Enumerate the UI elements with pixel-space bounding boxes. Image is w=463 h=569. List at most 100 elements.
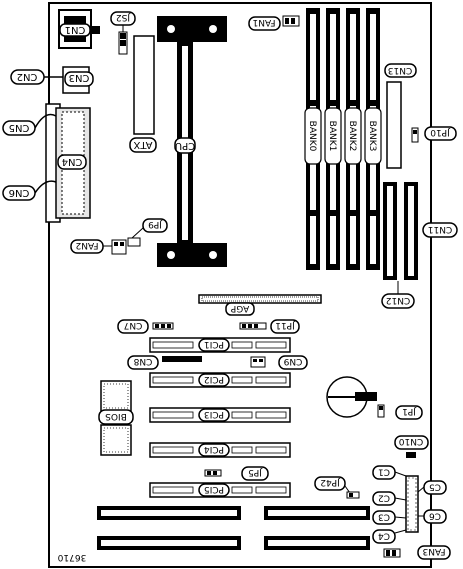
fan3-connector: FAN3 bbox=[383, 545, 451, 560]
pci1-label: PCI1 bbox=[204, 339, 224, 349]
c3-label-group: C3 bbox=[372, 510, 396, 525]
pci2-label: PCI2 bbox=[204, 374, 224, 384]
cn6-label: CN6 bbox=[9, 187, 30, 198]
fan2-connector: FAN2 bbox=[70, 239, 127, 255]
pci5-slot: PCI5 bbox=[149, 482, 291, 498]
agp-slot: AGP bbox=[198, 294, 322, 316]
dimm-bank1: BANK1 bbox=[324, 8, 342, 270]
jp10-jumper: JP10 bbox=[411, 126, 457, 143]
atx-label: ATX bbox=[133, 139, 152, 150]
cn6-callout: CN6 bbox=[2, 180, 57, 201]
cn12-label: CN12 bbox=[386, 295, 410, 305]
fan2-label: FAN2 bbox=[76, 240, 99, 250]
cn8-header: CN8 bbox=[127, 355, 202, 370]
c2-label: C2 bbox=[378, 493, 390, 503]
atx-connector: ATX bbox=[129, 35, 157, 153]
c2-capacitor: C2 bbox=[372, 491, 407, 506]
pci2-label-group: PCI2 bbox=[198, 373, 230, 387]
cn9-label: CN9 bbox=[283, 356, 302, 366]
isa-slots bbox=[97, 506, 370, 550]
c4-label-group: C4 bbox=[372, 529, 396, 544]
dimm-bank3: BANK3 bbox=[364, 8, 382, 270]
jp42-jumper: JP42 bbox=[314, 476, 360, 499]
c2-label-group: C2 bbox=[372, 491, 396, 506]
jp9-label: JP9 bbox=[148, 219, 163, 229]
cn11-label: CN11 bbox=[428, 224, 452, 234]
pci3-label-group: PCI3 bbox=[198, 408, 230, 422]
jp9-jumper: JP9 bbox=[127, 218, 168, 247]
c5-label: C5 bbox=[429, 482, 441, 492]
c1-capacitor: C1 bbox=[372, 465, 407, 480]
c1-label: C1 bbox=[378, 467, 390, 477]
bios-label: BIOS bbox=[105, 411, 127, 421]
battery bbox=[326, 376, 377, 418]
ide-headers bbox=[383, 182, 418, 280]
pci3-label: PCI3 bbox=[204, 409, 224, 419]
pci5-label: PCI5 bbox=[204, 484, 224, 494]
cn11-callout: CN11 bbox=[422, 222, 458, 238]
cn3-label: CN3 bbox=[69, 72, 90, 83]
cn4-label: CN4 bbox=[62, 156, 83, 167]
pci5-label-group: PCI5 bbox=[198, 483, 230, 497]
fan1-connector: FAN1 bbox=[248, 15, 300, 31]
figure-id: 36710 bbox=[57, 552, 86, 562]
cn9-header: CN9 bbox=[250, 355, 308, 370]
cn13-connector: CN13 bbox=[384, 63, 417, 169]
dimm-banks: BANK0 BANK1 BANK2 BANK3 bbox=[304, 8, 382, 270]
c3-capacitor: C3 bbox=[372, 510, 407, 525]
c4-label: C4 bbox=[378, 531, 390, 541]
jp42-label: JP42 bbox=[320, 477, 341, 487]
cn10-label: CN10 bbox=[398, 436, 423, 446]
board-outline bbox=[48, 2, 432, 568]
dimm-bank0: BANK0 bbox=[304, 8, 322, 270]
pci4-slot: PCI4 bbox=[149, 442, 291, 458]
cn5-label: CN5 bbox=[9, 122, 30, 133]
agp-label: AGP bbox=[230, 303, 249, 313]
c1-label-group: C1 bbox=[372, 465, 396, 480]
jp5-label: JP5 bbox=[248, 467, 263, 477]
c5-label-group: C5 bbox=[423, 480, 447, 495]
jp5-jumper: JP5 bbox=[204, 466, 269, 481]
dimm-bank2: BANK2 bbox=[344, 8, 362, 270]
c3-label: C3 bbox=[378, 512, 390, 522]
cpu-slot: CPU bbox=[157, 16, 227, 267]
pci3-slot: PCI3 bbox=[149, 407, 291, 423]
cn5-callout: CN5 bbox=[2, 113, 57, 136]
js2-jumper: JS2 bbox=[110, 11, 136, 55]
pci4-label-group: PCI4 bbox=[198, 443, 230, 457]
cn1-label: CN1 bbox=[65, 24, 86, 35]
jp1-jumper: JP1 bbox=[377, 404, 423, 420]
bank3-label: BANK3 bbox=[367, 121, 377, 152]
jp1-label: JP1 bbox=[402, 406, 417, 416]
cn2-callout: CN2 bbox=[10, 69, 63, 85]
cn7-label: CN7 bbox=[124, 320, 143, 330]
cn4-connector: CN4 bbox=[45, 103, 91, 223]
pci2-slot: PCI2 bbox=[149, 372, 291, 388]
cn12-callout: CN12 bbox=[381, 281, 415, 309]
pci1-slot: PCI1 bbox=[149, 337, 291, 353]
jp11-jumper: JP11 bbox=[239, 319, 300, 334]
js2-label: JS2 bbox=[116, 12, 131, 22]
c6-label: C6 bbox=[429, 511, 441, 521]
cn8-label: CN8 bbox=[133, 356, 152, 366]
c5-capacitor: C5 bbox=[417, 480, 447, 495]
cpu-label: CPU bbox=[175, 140, 195, 151]
cn3-connector: CN3 bbox=[62, 66, 94, 94]
bank1-label: BANK1 bbox=[327, 121, 337, 152]
cn10-connector: CN10 bbox=[394, 435, 429, 533]
bank0-label: BANK0 bbox=[307, 121, 317, 152]
pci1-label-group: PCI1 bbox=[198, 338, 230, 352]
jp11-label: JP11 bbox=[275, 320, 296, 330]
cn2-label: CN2 bbox=[17, 71, 38, 82]
cn13-label: CN13 bbox=[388, 65, 412, 75]
bios-chips: BIOS bbox=[98, 380, 134, 456]
c6-capacitor: C6 bbox=[418, 509, 447, 524]
fan1-label: FAN1 bbox=[253, 17, 276, 27]
pci4-label: PCI4 bbox=[204, 444, 224, 454]
c4-capacitor: C4 bbox=[372, 529, 407, 544]
fan3-label: FAN3 bbox=[423, 546, 446, 556]
jp10-label: JP10 bbox=[430, 127, 451, 137]
